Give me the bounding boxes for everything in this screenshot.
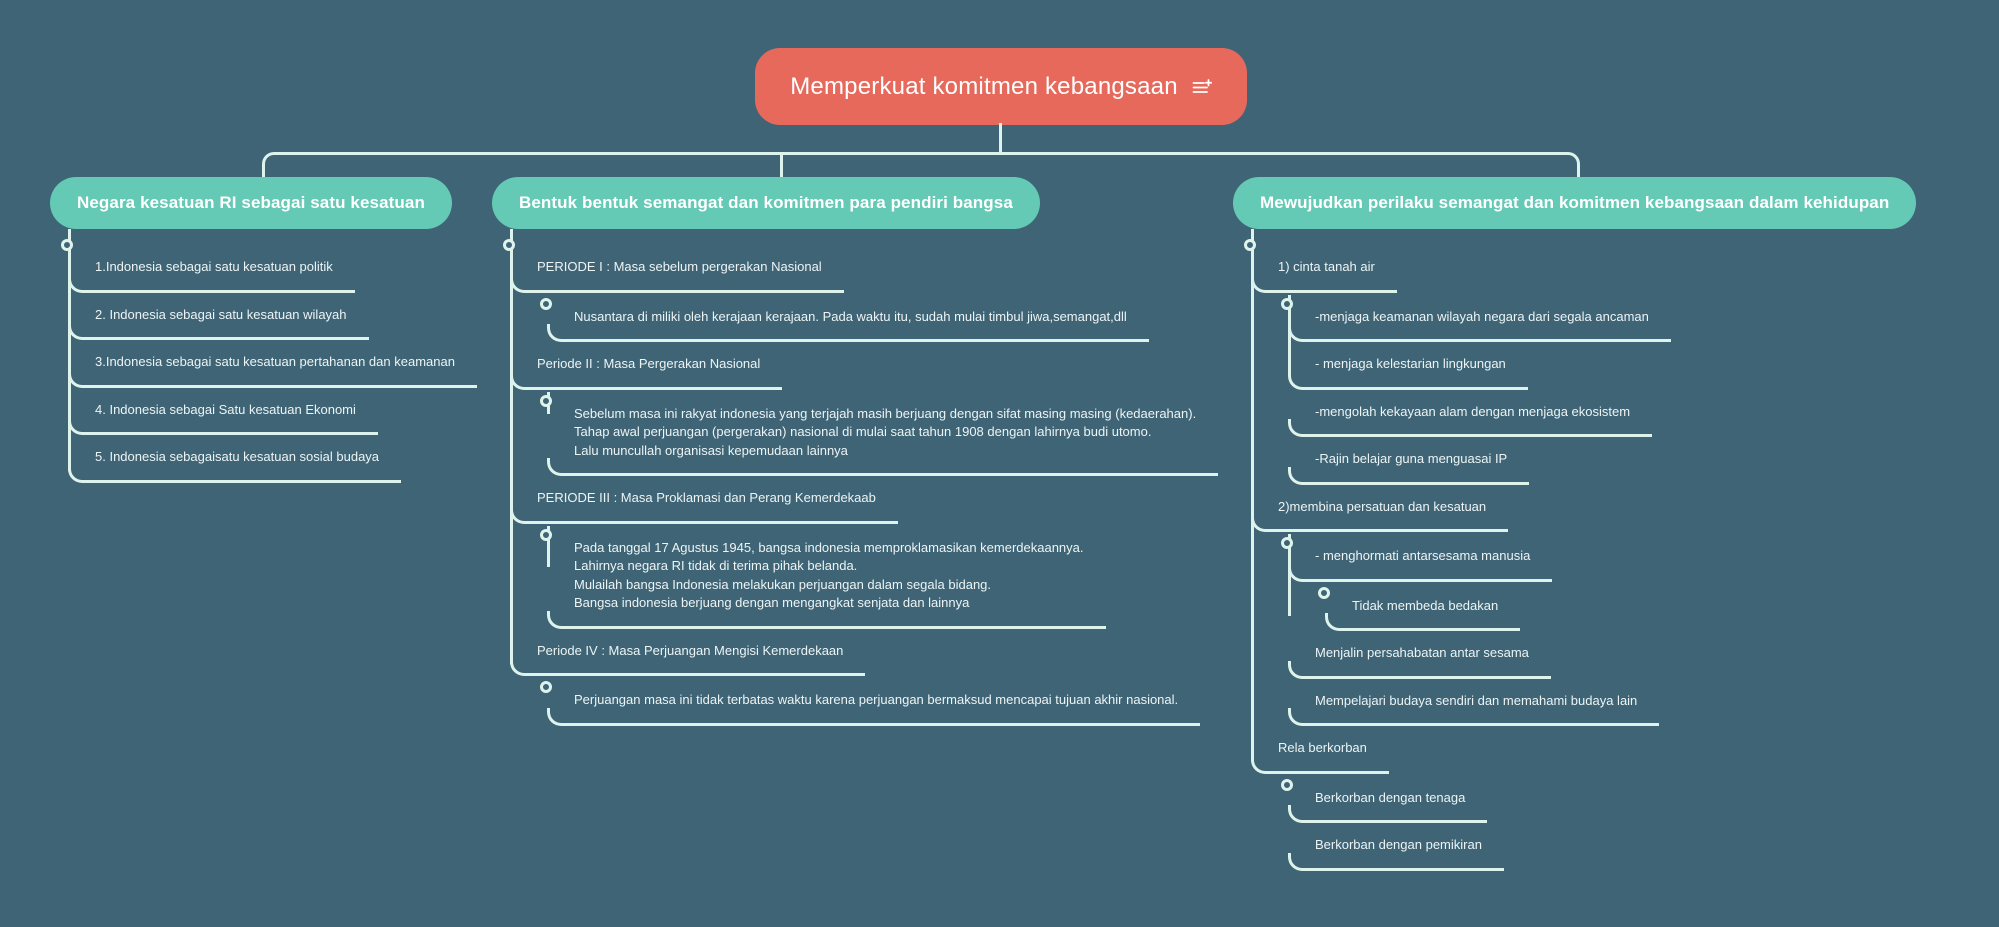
node-connector-dot[interactable]: [539, 528, 552, 541]
mindmap-node[interactable]: Periode II : Masa Pergerakan Nasional: [510, 342, 783, 390]
root-node[interactable]: Memperkuat komitmen kebangsaan: [755, 48, 1247, 125]
mindmap-node[interactable]: 3.Indonesia sebagai satu kesatuan pertah…: [68, 340, 477, 388]
node-connector-dot[interactable]: [1317, 586, 1330, 599]
node-connector-dot[interactable]: [1280, 778, 1293, 791]
branch-title: Negara kesatuan RI sebagai satu kesatuan: [77, 193, 425, 212]
mindmap-node[interactable]: 2. Indonesia sebagai satu kesatuan wilay…: [68, 293, 369, 341]
node-connector-dot[interactable]: [1280, 537, 1293, 549]
mindmap-node[interactable]: 1) cinta tanah air: [1251, 245, 1397, 293]
children-group: 1.Indonesia sebagai satu kesatuan politi…: [60, 229, 477, 483]
mindmap-node[interactable]: Tidak membeda bedakan: [1325, 584, 1521, 632]
mindmap-node[interactable]: 1.Indonesia sebagai satu kesatuan politi…: [68, 245, 355, 293]
mindmap-node[interactable]: -Rajin belajar guna menguasai IP: [1288, 437, 1530, 485]
children-group: 1) cinta tanah air -menjaga keamanan wil…: [1243, 229, 1916, 871]
branch-bentuk-semangat: Bentuk bentuk semangat dan komitmen para…: [492, 177, 1219, 726]
branch-negara-kesatuan: Negara kesatuan RI sebagai satu kesatuan…: [50, 177, 477, 483]
mindmap-node[interactable]: Berkorban dengan tenaga: [1288, 776, 1488, 824]
mindmap-node[interactable]: 4. Indonesia sebagai Satu kesatuan Ekono…: [68, 388, 378, 436]
branch-title: Bentuk bentuk semangat dan komitmen para…: [519, 193, 1013, 212]
mindmap-node[interactable]: 2)membina persatuan dan kesatuan: [1251, 485, 1509, 533]
node-connector-dot[interactable]: [60, 239, 73, 251]
children-group: Tidak membeda bedakan: [1317, 584, 1916, 632]
mindmap-node[interactable]: Rela berkorban: [1251, 726, 1389, 774]
mindmap-node[interactable]: Menjalin persahabatan antar sesama: [1288, 631, 1551, 679]
mindmap-node[interactable]: PERIODE I : Masa sebelum pergerakan Nasi…: [510, 245, 844, 293]
mindmap-node[interactable]: Berkorban dengan pemikiran: [1288, 823, 1504, 871]
root-label: Memperkuat komitmen kebangsaan: [790, 72, 1178, 100]
children-group: -menjaga keamanan wilayah negara dari se…: [1280, 294, 1916, 485]
children-group: Sebelum masa ini rakyat indonesia yang t…: [539, 391, 1219, 477]
mindmap-node[interactable]: Nusantara di miliki oleh kerajaan keraja…: [547, 295, 1149, 343]
branch-header[interactable]: Negara kesatuan RI sebagai satu kesatuan: [50, 177, 452, 229]
node-connector-dot[interactable]: [539, 297, 552, 310]
root-connector-stem: [999, 123, 1002, 154]
mindmap-node[interactable]: Mempelajari budaya sendiri dan memahami …: [1288, 679, 1660, 727]
branch-connector-bracket: [262, 152, 1580, 178]
branch-mewujudkan-perilaku: Mewujudkan perilaku semangat dan komitme…: [1233, 177, 1917, 871]
branch-header[interactable]: Bentuk bentuk semangat dan komitmen para…: [492, 177, 1040, 229]
mindmap-node[interactable]: -mengolah kekayaan alam dengan menjaga e…: [1288, 390, 1653, 438]
mindmap-node[interactable]: - menghormati antarsesama manusia: [1288, 534, 1553, 582]
children-group: Perjuangan masa ini tidak terbatas waktu…: [539, 678, 1201, 726]
node-connector-dot[interactable]: [1280, 297, 1293, 310]
note-icon[interactable]: [1192, 79, 1212, 96]
children-group: Pada tanggal 17 Agustus 1945, bangsa ind…: [539, 525, 1200, 629]
node-connector-dot[interactable]: [539, 681, 552, 693]
mindmap-node[interactable]: 5. Indonesia sebagaisatu kesatuan sosial…: [68, 435, 402, 483]
children-group: Berkorban dengan tenaga Berkorban dengan…: [1280, 776, 1916, 871]
branch-title: Mewujudkan perilaku semangat dan komitme…: [1260, 193, 1890, 212]
children-group: - menghormati antarsesama manusia Tidak …: [1280, 534, 1916, 727]
mindmap-node[interactable]: Pada tanggal 17 Agustus 1945, bangsa ind…: [547, 526, 1106, 629]
node-connector-dot[interactable]: [1243, 239, 1256, 251]
mindmap-node[interactable]: Periode IV : Masa Perjuangan Mengisi Kem…: [510, 629, 866, 677]
node-connector-dot[interactable]: [539, 394, 552, 407]
branch-header[interactable]: Mewujudkan perilaku semangat dan komitme…: [1233, 177, 1917, 229]
children-group: Nusantara di miliki oleh kerajaan keraja…: [539, 295, 1200, 343]
mindmap-node[interactable]: Perjuangan masa ini tidak terbatas waktu…: [547, 678, 1201, 726]
branch-connector-middle-drop: [780, 154, 783, 178]
node-connector-dot[interactable]: [502, 239, 515, 251]
mindmap-node[interactable]: Sebelum masa ini rakyat indonesia yang t…: [547, 392, 1219, 477]
mindmap-node[interactable]: -menjaga keamanan wilayah negara dari se…: [1288, 295, 1671, 343]
mindmap-node[interactable]: - menjaga kelestarian lingkungan: [1288, 342, 1528, 390]
mindmap-node[interactable]: PERIODE III : Masa Proklamasi dan Perang…: [510, 476, 898, 524]
children-group: PERIODE I : Masa sebelum pergerakan Nasi…: [502, 229, 1219, 726]
